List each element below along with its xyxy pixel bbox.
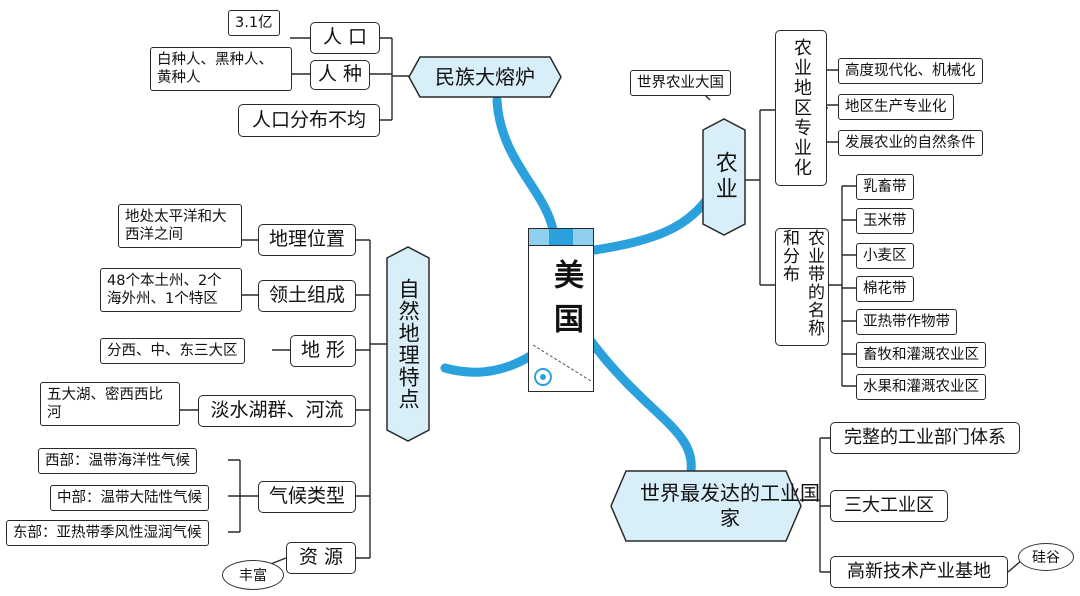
item-zhuanye-0: 高度现代化、机械化	[838, 58, 983, 85]
leaf-renzhong: 白种人、黑种人、黄种人	[150, 47, 292, 92]
branch-gongye-node[interactable]: 世界最发达的工业国家	[610, 470, 820, 542]
note-nongye: 世界农业大国	[630, 70, 731, 97]
center-title: 美国	[548, 259, 583, 347]
branch-minzu-node[interactable]: 民族大熔炉	[408, 56, 562, 98]
item-daidai-2: 小麦区	[856, 243, 914, 270]
branch-curve-gongye	[585, 335, 696, 483]
branch-curve-ziran	[440, 350, 537, 377]
leaf-dixing: 分西、中、东三大区	[100, 338, 245, 365]
node-daidai[interactable]: 农业带的名称和分布	[775, 228, 829, 346]
item-zhuanye-2: 发展农业的自然条件	[838, 130, 983, 157]
branch-curve-nongye	[590, 190, 715, 255]
leaf-hupo: 五大湖、密西西比河	[40, 382, 180, 427]
cloud-ziyuan: 丰富	[222, 560, 284, 590]
item-gongye-2[interactable]: 高新技术产业基地	[830, 556, 1008, 588]
node-dixing[interactable]: 地 形	[290, 335, 356, 367]
hex-shape	[610, 470, 802, 542]
cloud-gongye: 硅谷	[1018, 543, 1074, 571]
leaf-qihou-east: 东部：亚热带季风性湿润气候	[6, 520, 209, 547]
item-daidai-6: 水果和灌溉农业区	[856, 374, 986, 401]
node-zhuanye[interactable]: 农业地区专业化	[775, 30, 827, 186]
center-header-tab	[549, 229, 573, 245]
branch-curve-minzu	[492, 95, 558, 235]
item-daidai-5: 畜牧和灌溉农业区	[856, 342, 986, 369]
node-renkou[interactable]: 人 口	[310, 22, 380, 54]
item-daidai-1: 玉米带	[856, 208, 914, 235]
node-qihou[interactable]: 气候类型	[258, 481, 356, 513]
item-daidai-4: 亚热带作物带	[856, 309, 957, 336]
branch-nongye-label: 农业	[711, 151, 737, 203]
hex-shape-vertical	[386, 246, 430, 442]
center-node: 美国	[528, 228, 594, 392]
leaf-renkou: 3.1亿	[228, 10, 280, 37]
branch-minzu-label: 民族大熔炉	[435, 64, 535, 89]
item-daidai-3: 棉花带	[856, 276, 914, 303]
node-renzhong[interactable]: 人 种	[310, 60, 370, 90]
hex-shape-vertical	[702, 118, 746, 236]
node-ziyuan[interactable]: 资 源	[286, 542, 356, 574]
leaf-qihou-middle: 中部：温带大陆性气候	[50, 485, 209, 512]
leaf-qihou-west: 西部：温带海洋性气候	[38, 448, 197, 475]
item-gongye-0[interactable]: 完整的工业部门体系	[830, 422, 1020, 454]
node-dili[interactable]: 地理位置	[258, 224, 356, 256]
branch-gongye-label: 世界最发达的工业国家	[640, 481, 820, 530]
branch-ziran-label: 自然地理特点	[396, 278, 421, 410]
item-gongye-1[interactable]: 三大工业区	[830, 490, 948, 522]
hex-shape	[408, 56, 562, 98]
leaf-lingtu: 48个本土州、2个海外州、1个特区	[100, 268, 242, 313]
node-lingtu[interactable]: 领土组成	[258, 280, 356, 312]
branch-ziran-node[interactable]: 自然地理特点	[386, 246, 430, 442]
node-fenbu[interactable]: 人口分布不均	[238, 104, 380, 137]
item-daidai-0: 乳畜带	[856, 174, 914, 201]
branch-nongye-node[interactable]: 农业	[702, 118, 746, 236]
leaf-dili: 地处太平洋和大西洋之间	[118, 204, 242, 249]
item-zhuanye-1: 地区生产专业化	[838, 94, 954, 121]
center-fold-decoration	[532, 344, 592, 386]
node-hupo[interactable]: 淡水湖群、河流	[198, 395, 356, 427]
